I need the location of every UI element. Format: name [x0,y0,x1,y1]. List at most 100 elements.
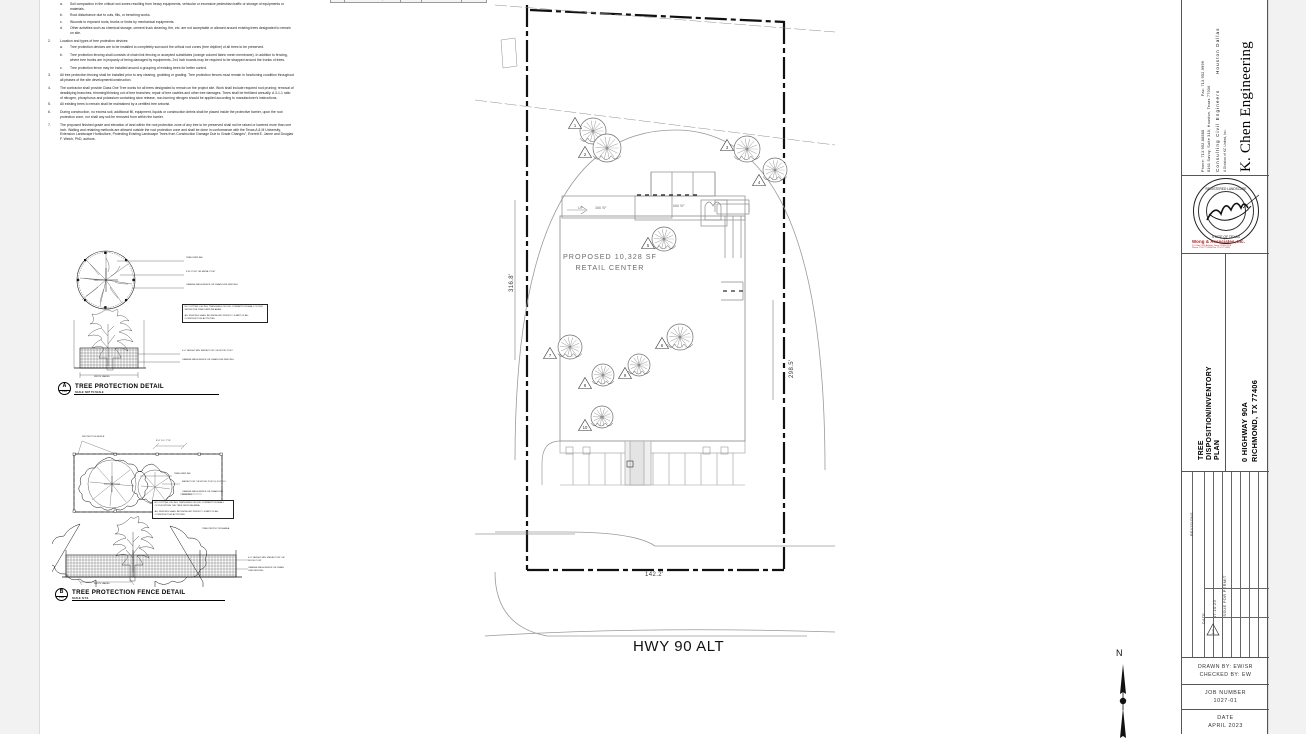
note-text: During construction, no excess soil, add… [60,110,283,119]
firm-name: K. Chen Engineering [1238,41,1254,172]
seal-inner-ring [1198,183,1254,239]
tree-base-edge [557,353,583,358]
tree-base-edge [666,343,694,348]
tree-callout-triangle [577,145,593,158]
note-number: 6. [48,110,51,115]
professional-seal [1193,178,1259,244]
note-item: 6. During construction, no excess soil, a… [48,110,294,120]
note-marker: c. [60,19,63,24]
revision-mark-triangle-icon: 1 [1206,623,1220,636]
detail-b-post-spacing: 8'-0" O.C. TYP. [156,440,171,442]
dimension-left: 316.8' [509,273,515,292]
note-text: Soil compaction in the critical root zon… [70,2,285,11]
note-text: All existing trees to remain shall be ma… [60,102,171,107]
tree-canopy-texture [595,136,619,160]
tree-callout-triangle [542,346,558,359]
tree-canopy-texture [592,408,611,426]
checked-by-row: CHECKED BY: EW [1200,672,1252,678]
sheet-right-margin [1268,0,1306,734]
tree-callout-triangle [577,376,593,389]
detail-b-underline [72,600,225,601]
consultant-name: Wong & Associates, Inc. [1192,239,1246,244]
note-text: Location and types of tree protection de… [60,38,129,43]
detail-b-callout: METAL POST OR WOOD POST @ 8'-0" O.C. [182,481,227,483]
consultant-contact: P.O. Box 2226 Bellaire, Texas 77402-2226… [1192,245,1266,251]
tree-callout-number: 6 [661,343,664,348]
revision-grid [1182,472,1269,657]
revisions-header: REVISIONS [1190,511,1194,536]
tree-callout-triangle [567,116,583,129]
svg-text:STATE OF TEXAS: STATE OF TEXAS [1212,235,1241,239]
date-label: DATE [1217,715,1234,721]
firm-fax: Fax: 713.952.9999 [1201,60,1205,96]
tree-callout-triangle [751,173,767,186]
note-item: b.Tree protection fencing shall consists… [60,53,294,63]
tree-callout-number: 3 [726,145,729,150]
detail-a-note-line: NO CUTTING, FILLING, TRENCHING OR SOIL C… [184,306,263,312]
detail-a-section-callout: 4'-0" HEIGHT MIN. METAL POST OR WOOD POS… [182,350,233,352]
tree-canopy-texture [736,138,758,160]
ada-stall-symbol [626,460,634,468]
tree-canopy-texture [654,229,674,249]
tree-callout-triangle [577,418,593,431]
consultant-line-1: P.O. Box 2226 Bellaire, Texas 77402-2226 [1192,244,1231,247]
revision-row-line [1204,588,1269,589]
detail-a-callout: TREE DRIPLINE [186,257,203,259]
title-block-date-cell: DATE APRIL 2023 [1182,710,1269,734]
tree-base-edge [591,380,615,385]
detail-a-dim-label: WIDTH VARIES [94,376,110,378]
note-marker: b. [60,53,63,57]
detail-a-sheet-ref: L1.0 [59,389,70,393]
sheet-title-line2: DISPOSITION/INVENTORY [1206,366,1213,460]
table-cell: REMOVE [421,0,463,4]
sheet-title-line3: PLAN [1214,439,1221,460]
detail-a-scale: SCALE: NOT TO SCALE [75,390,104,394]
tree-id-label: 2 [606,145,609,150]
detail-b-section-callout: ORANGE MESH FENCE OR CHAIN LINK FENCING [248,567,284,572]
detail-b-bubble: B L1.0 [55,588,68,601]
north-arrow-icon [1119,664,1127,738]
seal-core-ring [1206,191,1246,231]
unit-area-2: 686 SF [673,204,685,208]
note-number: 3. [48,73,51,78]
north-arrow: N [1112,648,1138,738]
building-label: PROPOSED 10,328 SF RETAIL CENTER [563,252,657,274]
note-marker: d. [60,26,63,31]
detail-a-note-box: NO CUTTING, FILLING, TRENCHING OR SOIL C… [182,304,268,324]
tree-base-edge [590,422,614,427]
note-text: Other activities such as chemical storag… [70,26,291,35]
project-address-line2: RICHMOND, TX 77406 [1250,379,1259,462]
tree-base-edge [627,370,651,375]
firm-address: 8161 Savoy, Suite 310, Houston, Texas 77… [1207,85,1211,173]
detail-b-sheet-ref: L1.0 [56,595,67,599]
tree-canopy-texture [765,160,785,180]
tree-callout-triangle [640,236,656,249]
tree-callout-triangle [654,336,670,349]
note-item: 3. All tree protection fencing shall be i… [48,73,294,83]
note-item: c.Wounds to exposed roots, trunks or lim… [48,20,294,25]
firm-cities: Houston Dallas [1215,27,1220,74]
detail-b-dim-label: WIDTH VARIES [94,583,110,585]
detail-b-callout: PROTECTION FENCE [82,436,105,438]
drawn-by-label: DRAWN BY: [1198,664,1232,670]
unit-area-1: 386 SF [595,206,607,210]
detail-a-underline [74,394,219,395]
note-text: All tree protection fencing shall be ins… [60,73,294,83]
detail-b-graphic: PROTECTION FENCE TREE DRIPLINE METAL POS… [52,432,287,587]
tree-callout-number: 5 [647,243,650,248]
detail-a-callout: ORANGE MESH FENCE OR CHAIN LINK FENCING [186,284,238,286]
drawn-by-row: DRAWN BY: EW/SR [1198,664,1253,670]
dimension-top: 143.7' [645,0,664,2]
note-number: 2. [48,38,51,43]
svg-text:1: 1 [1211,630,1214,636]
detail-a-bubble: A L1.0 [58,382,71,395]
note-item: a.Tree protection devices are to be inst… [60,45,294,50]
table-cell: 10 [330,0,345,4]
tree-id-label: 9 [638,362,641,367]
tree-canopy-texture [629,356,648,374]
revision-description-1: ISSUE FOR PERMIT [1222,575,1227,618]
note-item: d. Other activities such as chemical stor… [48,26,294,36]
